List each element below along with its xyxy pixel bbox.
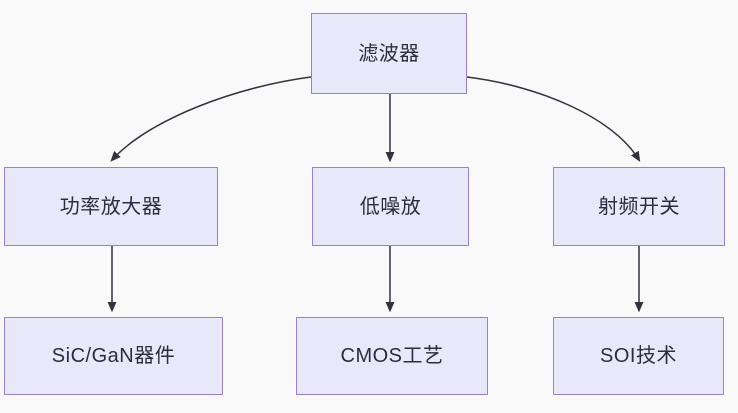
node-low-noise-amplifier-label: 低噪放 xyxy=(359,195,422,218)
node-cmos-process-label: CMOS工艺 xyxy=(340,345,444,367)
node-rf-switch[interactable]: 射频开关 xyxy=(553,167,725,246)
edge-filter-to-pa xyxy=(110,76,312,162)
node-sic-gan-device[interactable]: SiC/GaN器件 xyxy=(4,317,223,395)
node-sic-gan-device-label: SiC/GaN器件 xyxy=(51,345,176,367)
node-soi-technology[interactable]: SOI技术 xyxy=(553,317,724,395)
node-filter[interactable]: 滤波器 xyxy=(311,13,467,94)
node-low-noise-amplifier[interactable]: 低噪放 xyxy=(312,167,469,246)
node-power-amplifier[interactable]: 功率放大器 xyxy=(4,167,218,246)
node-filter-label: 滤波器 xyxy=(358,42,420,65)
node-soi-technology-label: SOI技术 xyxy=(600,345,677,367)
edge-filter-to-rfswitch xyxy=(466,76,641,163)
node-rf-switch-label: 射频开关 xyxy=(598,195,680,218)
node-cmos-process[interactable]: CMOS工艺 xyxy=(296,317,488,395)
node-power-amplifier-label: 功率放大器 xyxy=(59,195,163,218)
